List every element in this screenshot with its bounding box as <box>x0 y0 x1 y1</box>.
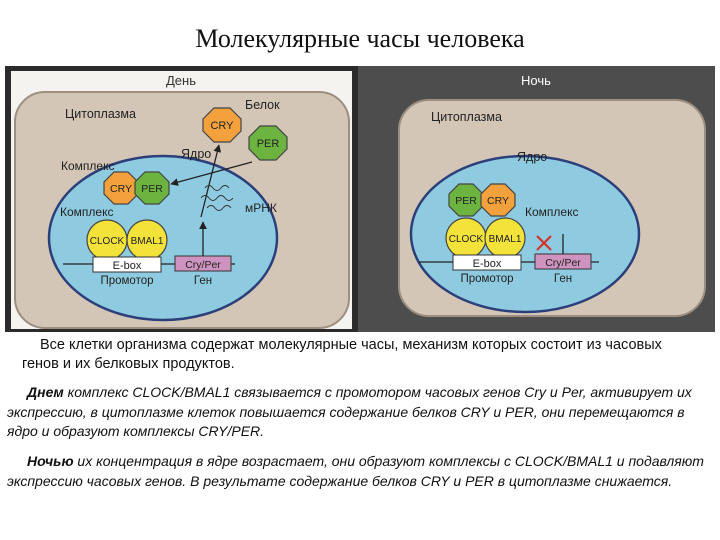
page-title: Молекулярные часы человека <box>195 24 525 53</box>
svg-text:CRY: CRY <box>110 183 132 195</box>
night-ebox <box>452 254 522 271</box>
night-promoter-label: Промотор <box>460 273 513 285</box>
svg-text:PER: PER <box>141 183 163 195</box>
night-gene-label: Ген <box>554 273 572 285</box>
day-paragraph-lead: Днем <box>27 384 64 400</box>
day-mrna-label: мРНК <box>245 201 277 215</box>
day-panel: День Цитоплазма Белок CRY PER Комплекс Я… <box>5 66 358 332</box>
svg-text:E-box: E-box <box>473 258 502 270</box>
day-cry-protein <box>202 107 242 143</box>
svg-text:BMAL1: BMAL1 <box>131 236 164 247</box>
night-paragraph-text: их концентрация в ядре возрастает, они о… <box>7 453 704 489</box>
svg-text:CLOCK: CLOCK <box>90 236 125 247</box>
day-cytoplasm-label: Цитоплазма <box>65 107 136 121</box>
night-block-cross-icon <box>536 235 552 251</box>
svg-text:BMAL1: BMAL1 <box>489 234 522 245</box>
night-paragraph: Ночью их концентрация в ядре возрастает,… <box>7 452 713 491</box>
day-complex-per <box>134 171 170 205</box>
day-protein-label: Белок <box>245 98 280 112</box>
day-complex-cry <box>103 171 139 205</box>
night-complex-cry <box>480 183 516 217</box>
svg-text:PER: PER <box>455 195 477 207</box>
svg-text:E-box: E-box <box>113 260 142 272</box>
day-per-protein <box>248 125 288 161</box>
night-nucleus-label: Ядро <box>517 150 547 164</box>
night-panel: Ночь Цитоплазма Ядро PER CRY Комплекс CL… <box>358 66 715 332</box>
night-complex-label: Комплекс <box>525 205 578 219</box>
day-ebox <box>92 256 162 273</box>
day-paragraph-text: комплекс CLOCK/BMAL1 связывается с промо… <box>7 384 692 439</box>
night-complex-per <box>448 183 484 217</box>
day-paragraph: Днем комплекс CLOCK/BMAL1 связывается с … <box>7 383 713 442</box>
day-per-label: PER <box>257 138 280 150</box>
svg-text:CRY: CRY <box>487 195 509 207</box>
svg-text:Cry/Per: Cry/Per <box>545 257 581 269</box>
day-nucleus-label: Ядро <box>181 147 211 161</box>
day-complex-mid-label: Комплекс <box>60 205 113 219</box>
night-header: Ночь <box>521 73 551 88</box>
clock-diagram: День Цитоплазма Белок CRY PER Комплекс Я… <box>5 66 715 332</box>
day-arrow-into-nucleus <box>170 161 253 186</box>
day-header: День <box>166 73 196 88</box>
svg-text:CLOCK: CLOCK <box>449 234 484 245</box>
day-arrow-to-cry <box>200 144 222 218</box>
night-cytoplasm-label: Цитоплазма <box>431 110 502 124</box>
day-complex-top-label: Комплекс <box>61 159 114 173</box>
day-gene-label: Ген <box>194 275 212 287</box>
day-promoter-label: Промотор <box>100 275 153 287</box>
svg-text:Cry/Per: Cry/Per <box>185 259 221 271</box>
night-paragraph-lead: Ночью <box>27 453 74 469</box>
description: Все клетки организма содержат молекулярн… <box>22 337 662 372</box>
day-cry-label: CRY <box>210 120 234 132</box>
day-mrna-icon <box>200 185 234 211</box>
